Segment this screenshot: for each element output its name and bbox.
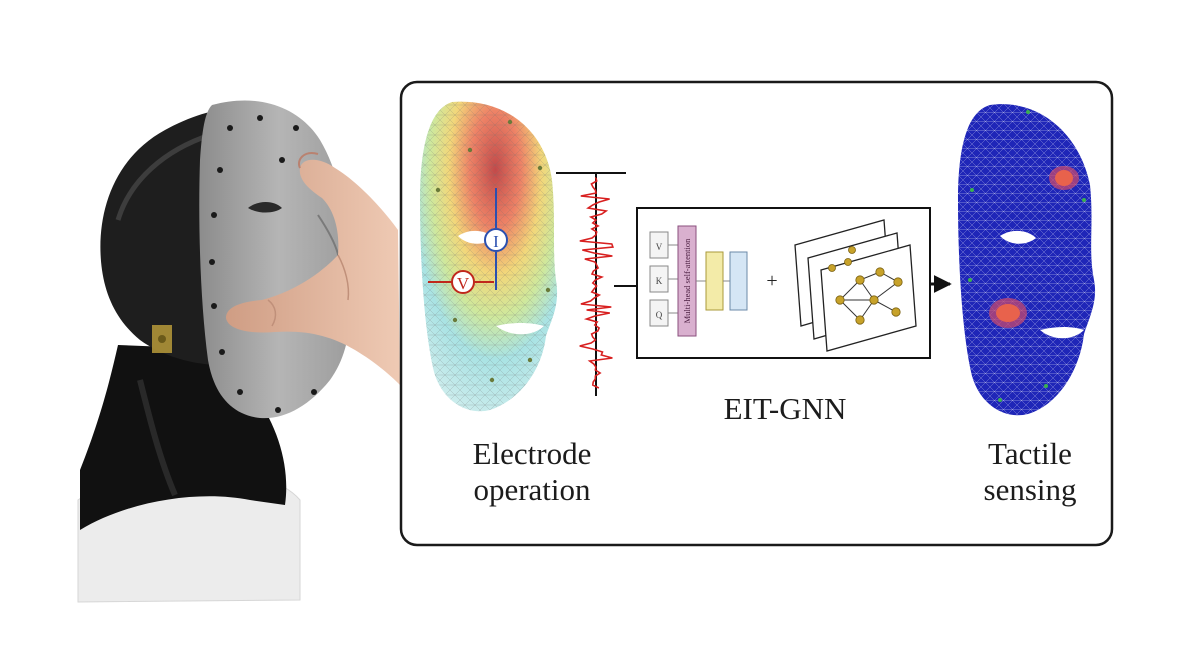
current-source-label: I — [493, 232, 499, 251]
tactile-hotspot — [1049, 166, 1079, 190]
ffn-blue-box — [729, 251, 748, 311]
tactile-sensing-label: Tactile sensing — [950, 436, 1110, 508]
plus-sign: + — [766, 270, 777, 292]
ffn-yellow-box — [705, 251, 724, 311]
model-label: EIT-GNN — [723, 391, 847, 426]
potential-face-mesh: I V — [420, 101, 558, 412]
tactile-face-mesh — [958, 104, 1096, 416]
robot-head-photo — [77, 100, 359, 603]
tactile-sensing-line2: sensing — [983, 472, 1077, 507]
tactile-hotspot — [989, 298, 1027, 328]
hand-photo — [226, 152, 400, 385]
attention-label: Multi-head self-attention — [682, 238, 692, 323]
graph-stack — [794, 219, 917, 352]
value-label: V — [656, 242, 663, 252]
signal-waveform — [556, 172, 626, 396]
voltmeter-label: V — [457, 274, 470, 293]
electrode-operation-line1: Electrode — [472, 436, 592, 471]
electrode-operation-label: Electrode operation — [452, 436, 612, 508]
electrode-operation-line2: operation — [473, 472, 591, 507]
eit-gnn-model-box: V K Q Multi-head self-attention + — [636, 207, 931, 359]
voltmeter-icon — [451, 270, 475, 294]
tactile-sensing-line1: Tactile — [988, 436, 1072, 471]
current-source-icon — [484, 228, 508, 252]
key-label: K — [656, 276, 663, 286]
query-label: Q — [656, 310, 663, 320]
pipeline-frame — [399, 80, 1114, 547]
hand-palm — [226, 159, 400, 385]
transformer-block: V K Q Multi-head self-attention — [649, 225, 748, 337]
